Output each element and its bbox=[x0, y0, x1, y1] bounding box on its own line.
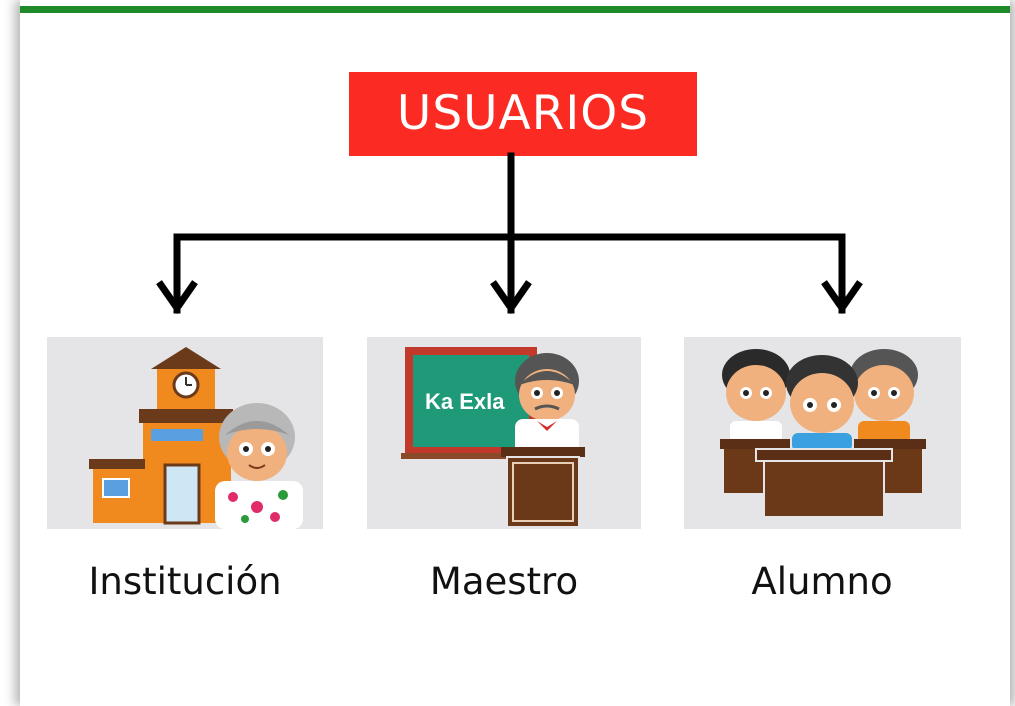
maestro-image: Ka Exla bbox=[367, 337, 641, 529]
label-alumno: Alumno bbox=[751, 560, 893, 603]
arrowhead-alumno bbox=[821, 280, 863, 315]
root-node-usuarios: USUARIOS bbox=[349, 72, 697, 156]
alumno-image bbox=[684, 337, 961, 529]
label-maestro: Maestro bbox=[429, 560, 579, 603]
chalkboard-text: Ka Exla bbox=[425, 389, 505, 414]
arrowhead-maestro bbox=[490, 280, 532, 315]
top-accent-bar bbox=[20, 6, 1010, 13]
label-institucion: Institución bbox=[88, 560, 282, 603]
diagram-frame: USUARIOS bbox=[20, 0, 1010, 706]
connector-arrows bbox=[156, 152, 863, 315]
arrowhead-institucion bbox=[156, 280, 198, 315]
institucion-image bbox=[47, 337, 323, 529]
